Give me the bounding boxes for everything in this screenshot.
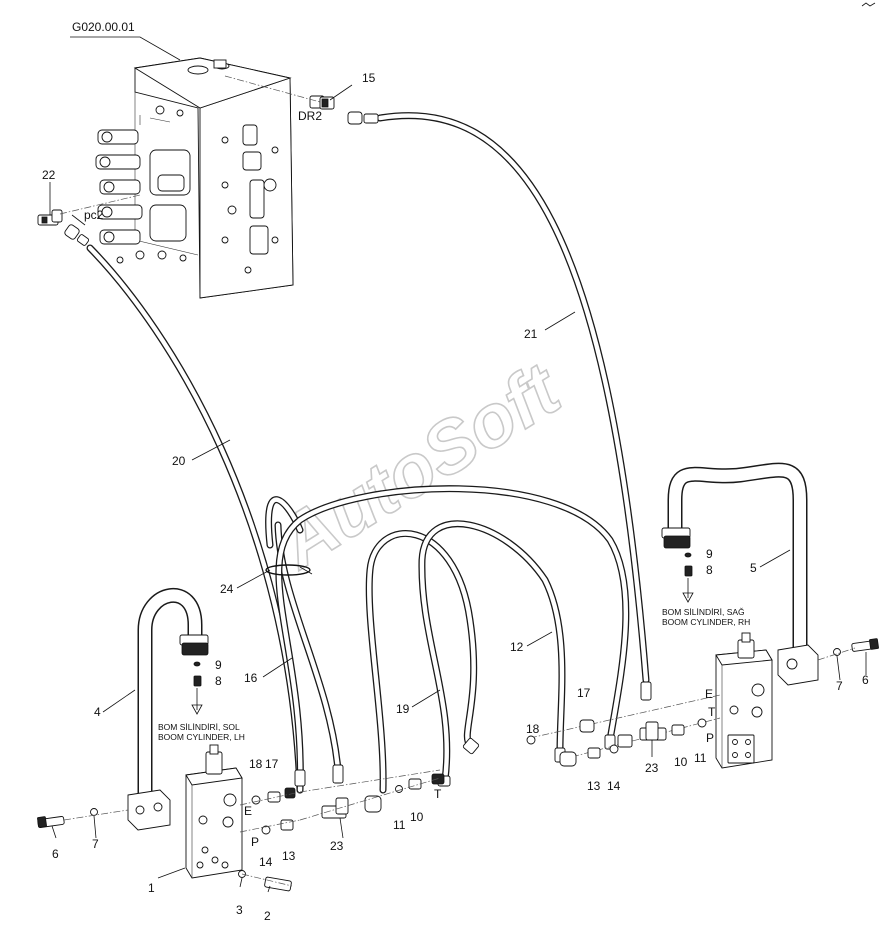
leader-lines [49, 36, 867, 893]
port-label-p-right: P [706, 731, 714, 745]
callout-15: 15 [362, 71, 376, 85]
hose-12-inner [418, 520, 566, 784]
callout-8-left: 8 [215, 674, 222, 688]
callout-24: 24 [220, 582, 234, 596]
callout-13-left: 13 [282, 849, 296, 863]
port-label-e-left: E [244, 804, 252, 818]
callout-12: 12 [510, 640, 524, 654]
callout-11-left: 11 [393, 818, 406, 832]
corner-mark [861, 2, 876, 7]
callout-9-left: 9 [215, 658, 222, 672]
callout-2: 2 [264, 909, 271, 923]
caption-left-en: BOOM CYLINDER, LH [158, 732, 245, 742]
callout-19: 19 [396, 702, 410, 716]
labels: G020.00.01 15 DR2 22 pc2 21 20 24 16 19 … [42, 20, 869, 923]
callout-5: 5 [750, 561, 757, 575]
callout-18-right: 18 [526, 722, 540, 736]
port-label-t-right: T [708, 705, 716, 719]
callout-6-right: 6 [862, 673, 869, 687]
callout-16: 16 [244, 671, 258, 685]
callout-14-left: 14 [259, 855, 273, 869]
hose-group [86, 112, 650, 794]
caption-left-tr: BOM SİLİNDİRİ, SOL [158, 722, 240, 732]
callout-17-left: 17 [265, 757, 279, 771]
callout-17-right: 17 [577, 686, 591, 700]
main-control-valve [95, 57, 294, 299]
callout-18-left: 18 [249, 757, 263, 771]
callout-13-right: 13 [587, 779, 601, 793]
port-label-dr2: DR2 [298, 109, 322, 123]
callout-23-right: 23 [645, 761, 659, 775]
callout-14-right: 14 [607, 779, 621, 793]
caption-right-tr: BOM SİLİNDİRİ, SAĞ [662, 607, 745, 617]
fitting-22 [37, 194, 141, 226]
callout-9-right: 9 [706, 547, 713, 561]
assembly-code: G020.00.01 [72, 20, 135, 34]
clamp-24 [265, 564, 313, 576]
callout-7-left: 7 [92, 837, 99, 851]
callout-23-left: 23 [330, 839, 344, 853]
port-label-e-right: E [705, 687, 713, 701]
port-label-t-left: T [434, 787, 442, 801]
left-cylinder-assembly [37, 588, 445, 892]
callout-11-right: 11 [694, 751, 707, 765]
callout-10-right: 10 [674, 755, 688, 769]
callout-3: 3 [236, 903, 243, 917]
callout-6-left: 6 [52, 847, 59, 861]
callout-21: 21 [524, 327, 538, 341]
callout-10-left: 10 [410, 810, 424, 824]
callout-22: 22 [42, 168, 56, 182]
callout-4: 4 [94, 705, 101, 719]
callout-7-right: 7 [836, 679, 843, 693]
callout-20: 20 [172, 454, 186, 468]
callout-1: 1 [148, 881, 155, 895]
callout-8-right: 8 [706, 563, 713, 577]
right-cylinder-assembly [526, 462, 879, 769]
caption-right-en: BOOM CYLINDER, RH [662, 617, 750, 627]
port-label-p-left: P [251, 835, 259, 849]
port-label-pc2: pc2 [84, 208, 104, 222]
watermark-text: AutoSoft [263, 346, 576, 585]
